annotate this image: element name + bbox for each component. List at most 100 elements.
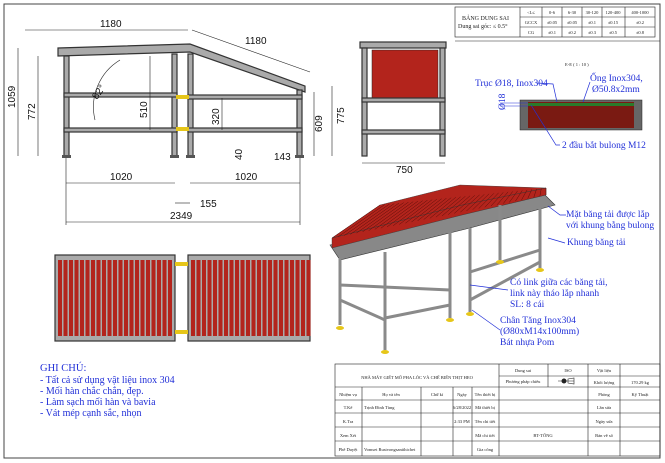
tolerance-title: BẢNG DUNG SAI [462,14,509,22]
roller [196,260,201,336]
roller [229,260,234,336]
title-block-cell: T.Kế [344,405,354,410]
roller [515,190,523,202]
roller [539,188,542,197]
roller [58,260,62,336]
tol-row-label: GCCX [525,20,538,25]
callout-surface-2: với khung bằng bulong [566,220,654,231]
tol-cell: ±0.3 [588,30,597,35]
dim-320: 320 [211,108,222,125]
header-name: Họ và tên [382,392,400,397]
title-block-cell: Phòng [598,392,610,397]
tolerance-table: BẢNG DUNG SAI Dung sai góc: ≤ 0.5° <L≤ 0… [454,6,660,42]
tol-cell: ±0.1 [548,30,556,35]
dim-gap: 155 [200,199,217,210]
roller [246,260,250,336]
roller [124,260,128,336]
roller [74,260,79,336]
tol-header: 0-6 [549,10,556,15]
title-block: NHÀ MÁY GIẾT MỔ PHA LÓC VÀ CHẾ BIẾN THỊT… [334,363,661,457]
dim-143: 143 [274,152,291,163]
tol-header: 400-1000 [631,10,649,15]
callout-link-3: SL: 8 cái [510,300,545,310]
callout-foot-2: (Ø80xM14x100mm) [500,326,579,337]
link-connector [176,95,189,99]
note-item: - Tất cả sử dụng vật liệu inox 304 [40,375,175,386]
rail [63,127,178,133]
roller [151,260,156,336]
leg [63,55,70,157]
front-view: 750 [359,41,447,176]
roller [448,195,471,215]
callout-foot-3: Bát nhựa Pom [500,338,555,348]
title-block-cell: 2:33 PM [454,419,470,424]
roller [460,194,480,213]
link-connector [176,127,189,131]
roller [466,194,485,212]
title-block-cell: Mã chi tiết [475,433,495,438]
tol-cell: ±0.5 [609,30,618,35]
title-block-cell: Vomset Rustvongsanithichet [364,447,416,452]
roller [162,260,167,336]
roller [503,191,513,204]
roller [527,189,532,199]
roller [146,260,150,336]
title-block-cell: Xem Xét [340,433,357,438]
foot [62,155,71,158]
roller [129,260,134,336]
roller [356,202,400,234]
title-block-cell: BT-TỔNG [533,433,553,438]
rail [187,94,303,100]
tol-cell: ±0.05 [547,20,558,25]
dim-height-left: 772 [27,103,38,120]
roller [262,260,267,336]
notes-title: GHI CHÚ: [40,362,86,374]
roller [331,204,381,239]
dim-angle: 82° [90,83,108,102]
rail [187,127,303,133]
callout-surface-1: Mặt băng tải được lắp [566,209,650,220]
rail [63,92,178,98]
roller [368,201,409,231]
roller [386,200,423,228]
roller [240,260,245,336]
leg [187,53,194,157]
roller [533,188,537,198]
roller [157,260,161,336]
roller [107,260,112,336]
roller [284,260,289,336]
callout-tube-2: Ø50.8x2mm [592,85,640,95]
roller [521,189,528,201]
tolerance-value: ISO [564,368,572,373]
roller [429,197,457,219]
projection-symbol-icon [558,377,575,385]
roller [411,198,442,223]
sheet-border [3,3,661,459]
title-block-cell: Ngày sửa [595,419,612,424]
angle-tolerance: Dung sai góc: ≤ 0.5° [458,23,508,30]
tolerance-label: Dung sai [515,368,532,373]
tol-header: 6-30 [568,10,577,15]
roller [91,260,95,336]
header-signature: Chữ kí [431,392,444,397]
roller [478,193,495,209]
title-block-cell: Kỹ Thuật [631,392,649,397]
roller [251,260,256,336]
dim-span-right: 1020 [235,172,258,183]
tol-cell: ±0.1 [588,20,596,25]
roller [85,260,90,336]
roller [337,204,385,237]
roller [224,260,228,336]
roller [102,260,106,336]
roller [257,260,261,336]
roller [113,260,117,336]
roller [490,192,504,207]
callout-foot-1: Chân Tăng Inox304 [500,316,576,326]
roller [235,260,239,336]
roller [202,260,206,336]
foot [295,155,304,158]
title-block-cell: K.Tra [343,419,353,424]
title-block-cell: Lần sửa [597,405,611,410]
header-role: Nhiệm vụ [339,392,358,397]
